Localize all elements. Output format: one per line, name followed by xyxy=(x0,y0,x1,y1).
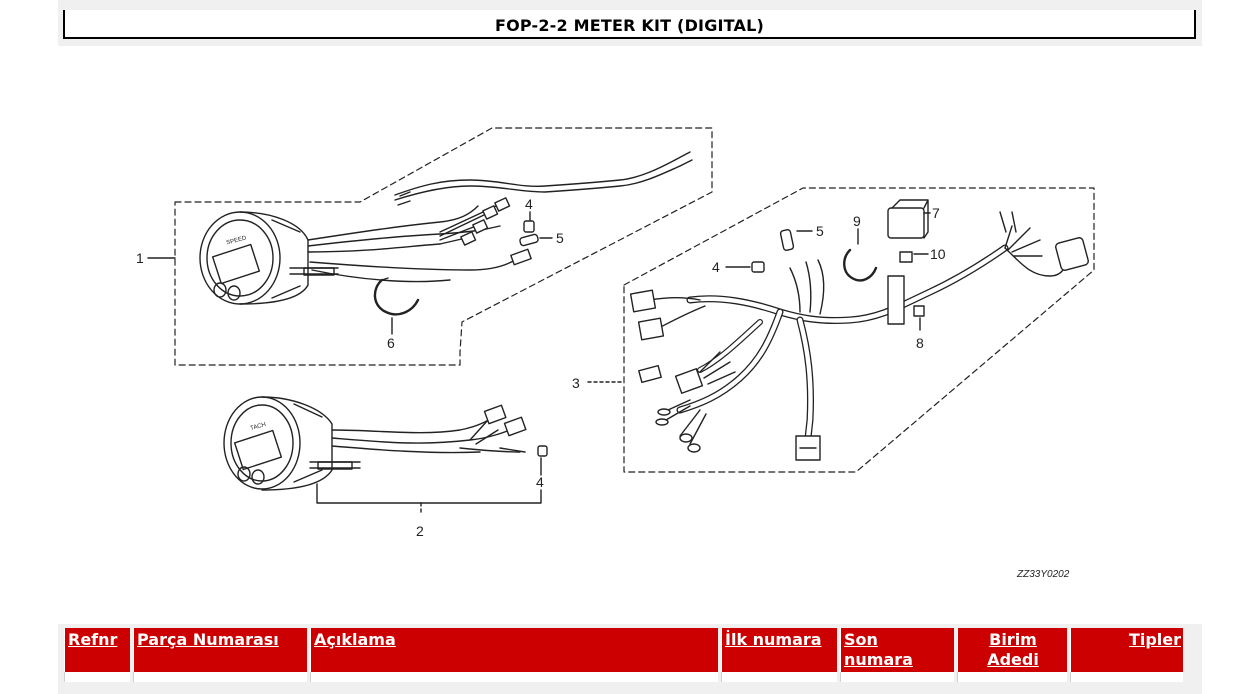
parts-diagram: 1 2 3 4 4 4 5 5 6 7 8 9 10 SPEED TACH ZZ… xyxy=(136,127,1095,580)
callout-4a: 4 xyxy=(525,196,533,212)
header-description[interactable]: Açıklama xyxy=(310,628,718,672)
header-refnr[interactable]: Refnr xyxy=(64,628,130,672)
callout-5a: 5 xyxy=(556,230,564,246)
callout-10: 10 xyxy=(930,246,946,262)
figure-code: ZZ33Y0202 xyxy=(1016,569,1070,580)
table-row xyxy=(64,672,1183,682)
tach-gauge xyxy=(223,396,361,491)
header-first-number[interactable]: İlk numara xyxy=(721,628,837,672)
callout-4c: 4 xyxy=(712,259,720,275)
callout-4b: 4 xyxy=(536,474,544,490)
callout-7: 7 xyxy=(932,205,940,221)
page-title: FOP-2-2 METER KIT (DIGITAL) xyxy=(494,16,765,35)
gauge-1-face-label: SPEED xyxy=(226,235,248,246)
callout-2: 2 xyxy=(416,523,424,539)
group-3-boundary xyxy=(623,187,1095,473)
gauge-2-face-label: TACH xyxy=(250,422,267,432)
header-last-number[interactable]: Son numara xyxy=(840,628,954,672)
callout-5b: 5 xyxy=(816,223,824,239)
callout-1: 1 xyxy=(136,250,144,266)
speed-gauge xyxy=(199,211,339,305)
callout-6: 6 xyxy=(387,335,395,351)
header-part-number[interactable]: Parça Numarası xyxy=(133,628,307,672)
callout-8: 8 xyxy=(916,335,924,351)
title-box: FOP-2-2 METER KIT (DIGITAL) xyxy=(63,10,1196,39)
group-1-boundary xyxy=(174,127,713,366)
callout-9: 9 xyxy=(853,213,861,229)
callout-3: 3 xyxy=(572,375,580,391)
header-unit-quantity[interactable]: Birim Adedi xyxy=(957,628,1067,672)
header-types[interactable]: Tipler xyxy=(1070,628,1183,672)
parts-table: Refnr Parça Numarası Açıklama İlk numara… xyxy=(61,628,1186,682)
